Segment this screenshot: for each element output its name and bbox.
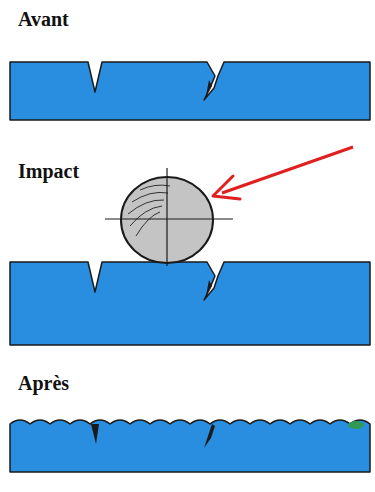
surface-mark xyxy=(348,421,364,429)
panel-label: Après xyxy=(18,372,69,394)
impact-arrow xyxy=(213,147,353,199)
panel-label: Avant xyxy=(18,8,69,30)
closed-crack xyxy=(204,424,215,448)
surface-after xyxy=(10,420,370,472)
crack-shadow xyxy=(206,280,212,296)
crack-shadow xyxy=(206,80,212,96)
shot-ball xyxy=(105,168,233,266)
surface-impact xyxy=(10,262,370,345)
closed-notch xyxy=(91,424,99,444)
panel-label: Impact xyxy=(18,160,79,182)
surface-before xyxy=(10,62,370,120)
